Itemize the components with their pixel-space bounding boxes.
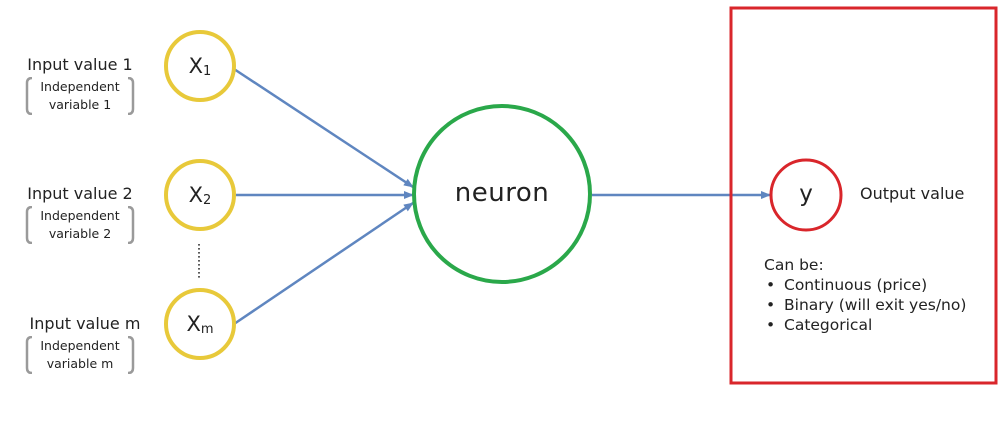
x2-subscript: 2 bbox=[203, 193, 212, 208]
x1-symbol: X bbox=[188, 54, 204, 78]
output-node-y bbox=[769, 158, 843, 232]
xm-subscript: m bbox=[200, 322, 214, 337]
output-value-label: Output value bbox=[860, 184, 965, 203]
output-types-list: • Continuous (price) • Binary (will exit y… bbox=[764, 275, 966, 335]
independent-variable-2-line2: variable 2 bbox=[48, 226, 112, 241]
independent-variable-m-line2: variable m bbox=[46, 356, 114, 371]
output-type-item: • Continuous (price) bbox=[764, 275, 966, 295]
independent-variable-m-bracket: Independent variable m bbox=[25, 336, 135, 374]
output-type-categorical: Categorical bbox=[784, 316, 873, 334]
bullet-icon: • bbox=[766, 276, 776, 294]
can-be-title: Can be: bbox=[764, 256, 824, 274]
bracket-shape-1 bbox=[25, 77, 135, 115]
output-type-item: • Categorical bbox=[764, 315, 966, 335]
arrow-xm-to-neuron bbox=[233, 201, 414, 326]
arrow-x1-to-neuron bbox=[233, 67, 414, 189]
output-highlight-box bbox=[729, 6, 998, 385]
x2-symbol: X bbox=[188, 183, 204, 207]
output-types-block: Can be: • Continuous (price) • Binary (wil… bbox=[764, 255, 966, 335]
output-type-continuous: Continuous (price) bbox=[784, 276, 928, 294]
input-node-x2-label: X2 bbox=[170, 180, 230, 210]
independent-variable-2-bracket: Independent variable 2 bbox=[25, 206, 135, 244]
input-node-xm bbox=[164, 288, 236, 360]
bracket-shape-2 bbox=[25, 206, 135, 244]
output-node-y-label: y bbox=[799, 181, 813, 207]
output-type-item: • Binary (will exit yes/no) bbox=[764, 295, 966, 315]
independent-variable-m-line1: Independent bbox=[40, 338, 120, 353]
neuron-node bbox=[412, 104, 592, 284]
input-node-x1 bbox=[164, 30, 236, 102]
bracket-shape-m bbox=[25, 336, 135, 374]
bullet-icon: • bbox=[766, 296, 776, 314]
input-label-m: Input value m bbox=[29, 314, 141, 333]
input-node-xm-label: Xm bbox=[170, 309, 230, 339]
output-type-binary: Binary (will exit yes/no) bbox=[784, 296, 967, 314]
xm-symbol: X bbox=[186, 312, 201, 336]
input-node-x2 bbox=[164, 159, 236, 231]
input-label-2: Input value 2 bbox=[27, 184, 133, 203]
bullet-icon: • bbox=[766, 316, 776, 334]
independent-variable-2-line1: Independent bbox=[40, 208, 120, 223]
input-node-x1-label: X1 bbox=[170, 51, 230, 81]
neuron-label: neuron bbox=[454, 178, 550, 208]
independent-variable-1-bracket: Independent variable 1 bbox=[25, 77, 135, 115]
x1-subscript: 1 bbox=[203, 64, 212, 79]
independent-variable-1-line1: Independent bbox=[40, 79, 120, 94]
independent-variable-1-line2: variable 1 bbox=[48, 97, 112, 112]
input-label-1: Input value 1 bbox=[27, 55, 133, 74]
